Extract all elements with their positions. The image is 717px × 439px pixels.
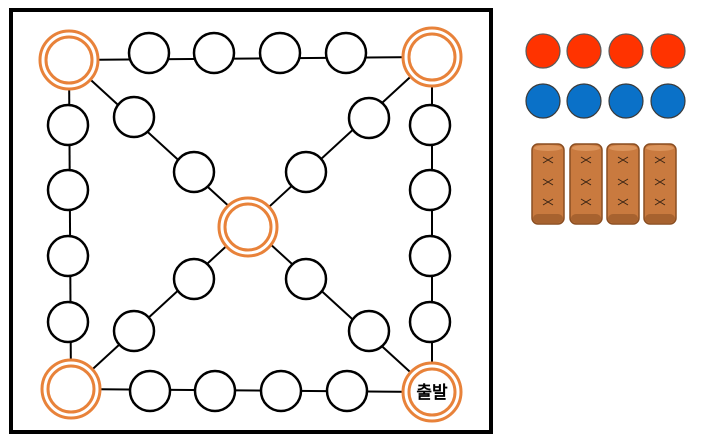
station-top-2[interactable] <box>192 31 236 75</box>
red-token[interactable] <box>650 33 686 69</box>
station-bottom-1[interactable] <box>128 369 172 413</box>
yut-stick[interactable] <box>569 143 603 225</box>
station-bottom-3[interactable] <box>259 369 303 413</box>
red-token[interactable] <box>525 33 561 69</box>
station-bottom-2[interactable] <box>193 369 237 413</box>
station-diag-tl-2[interactable] <box>172 150 216 194</box>
station-top-1[interactable] <box>127 31 171 75</box>
station-bottom-4[interactable] <box>325 369 369 413</box>
station-right-2[interactable] <box>408 168 452 212</box>
station-diag-br-2[interactable] <box>347 309 391 353</box>
blue-token[interactable] <box>566 83 602 119</box>
station-left-1[interactable] <box>46 103 90 147</box>
blue-token[interactable] <box>525 83 561 119</box>
station-diag-bl-2[interactable] <box>112 309 156 353</box>
station-diag-tr-1[interactable] <box>347 96 391 140</box>
station-right-3[interactable] <box>408 234 452 278</box>
station-diag-br-1[interactable] <box>284 257 328 301</box>
station-diag-tr-2[interactable] <box>284 150 328 194</box>
station-left-3[interactable] <box>46 234 90 278</box>
station-right-4[interactable] <box>408 300 452 344</box>
blue-token[interactable] <box>608 83 644 119</box>
station-left-2[interactable] <box>46 168 90 212</box>
station-left-4[interactable] <box>46 300 90 344</box>
red-token-group <box>525 33 686 69</box>
start-label: 출발 <box>416 383 448 403</box>
station-center[interactable] <box>217 196 279 258</box>
station-diag-bl-1[interactable] <box>172 257 216 301</box>
red-token[interactable] <box>566 33 602 69</box>
red-token[interactable] <box>608 33 644 69</box>
yut-stick-group <box>531 143 677 225</box>
station-corner-bottom-right-start[interactable] <box>401 361 463 423</box>
board-stations <box>38 26 463 423</box>
yut-stick[interactable] <box>531 143 565 225</box>
station-top-4[interactable] <box>324 31 368 75</box>
yut-stick[interactable] <box>606 143 640 225</box>
station-diag-tl-1[interactable] <box>112 95 156 139</box>
yut-stick[interactable] <box>643 143 677 225</box>
station-right-1[interactable] <box>408 103 452 147</box>
station-corner-bottom-left[interactable] <box>40 358 102 420</box>
station-corner-top-right[interactable] <box>401 26 463 88</box>
blue-token-group <box>525 83 686 119</box>
blue-token[interactable] <box>650 83 686 119</box>
station-top-3[interactable] <box>258 31 302 75</box>
station-corner-top-left[interactable] <box>38 29 100 91</box>
